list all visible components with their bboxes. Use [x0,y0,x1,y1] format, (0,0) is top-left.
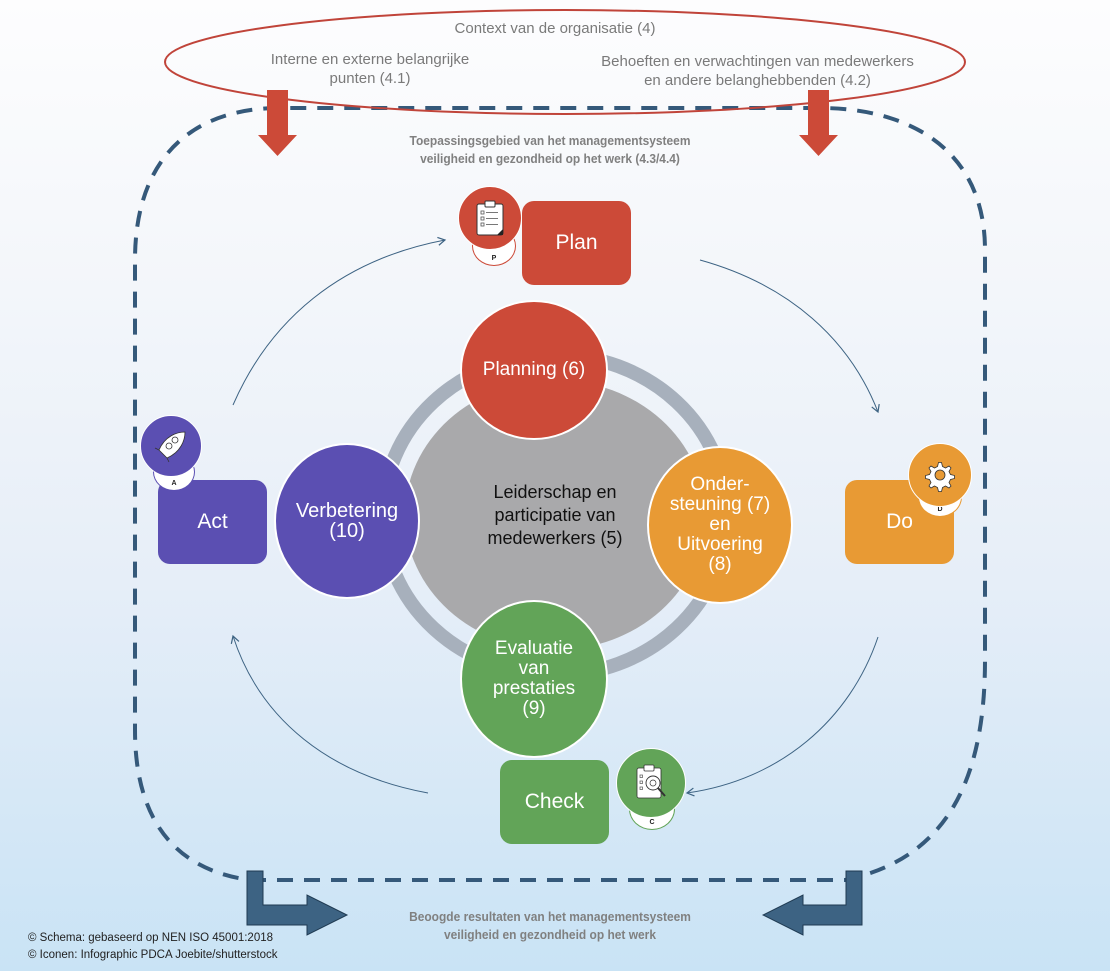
result-line2: veiligheid en gezondheid op het werk [443,927,656,942]
context-needs-expectations: Behoeften en verwachtingen van medewerke… [565,52,950,90]
evaluation-line3: prestaties [492,678,576,699]
scope-label: Toepassingsgebied van het managementsyst… [366,132,734,168]
planning-label: Planning (6) [482,359,586,380]
clause-support-operation: Onder- steuning (7) en Uitvoering (8) [647,446,793,604]
scope-line1: Toepassingsgebied van het managementsyst… [409,133,691,148]
plan-label: Plan [555,231,598,254]
do-icon-badge: D [908,443,972,523]
act-icon-badge: A [140,415,202,495]
credit-schema: © Schema: gebaseerd op NEN ISO 45001:201… [28,932,274,944]
support-line4: Uitvoering [677,534,763,555]
cycle-arrow-check-to-act [230,634,429,794]
context-right-line2: en andere belanghebbenden (4.2) [644,72,871,89]
gear-icon [908,443,972,507]
check-icon-badge: C [616,748,686,834]
pdca-check-box: Check [500,760,609,844]
pdca-do-box: Do [845,480,954,564]
leadership-line1: Leiderschap en [493,481,617,502]
scope-line2: veiligheid en gezondheid op het werk (4.… [420,151,680,166]
credit-icons: © Iconen: Infographic PDCA Joebite/shutt… [28,949,278,961]
context-arrow-left [258,90,297,156]
context-left-line2: punten (4.1) [329,70,411,87]
leadership-line3: medewerkers (5) [487,527,623,548]
context-right-line1: Behoeften en verwachtingen van medewerke… [601,53,914,70]
cycle-arrow-plan-to-do [699,259,880,414]
support-line5: (8) [708,554,732,575]
do-label: Do [886,510,913,533]
support-line1: Onder- [690,474,750,495]
improvement-line1: Verbetering [295,500,399,522]
clipboard-checklist-icon [458,186,522,250]
intended-results-label: Beoogde resultaten van het managementsys… [357,908,743,944]
clause-improvement: Verbetering (10) [274,443,420,599]
evaluation-line2: van [518,658,550,679]
rocket-icon [140,415,202,477]
context-left-line1: Interne en externe belangrijke [270,51,470,68]
support-line2: steuning (7) [669,494,771,515]
pdca-act-box: Act [158,480,267,564]
result-arrow-right [761,870,863,936]
result-arrow-left [246,870,349,936]
leadership-line2: participatie van [494,504,616,525]
plan-icon-badge: P [458,186,522,272]
cycle-arrow-do-to-check [685,636,879,797]
evaluation-line1: Evaluatie [494,638,574,659]
evaluation-line4: (9) [522,698,546,719]
context-arrow-right [799,90,838,156]
check-label: Check [524,790,585,813]
clause-evaluation: Evaluatie van prestaties (9) [460,600,608,758]
context-ellipse [164,9,966,115]
pdca-plan-box: Plan [522,201,631,285]
scope-boundary [133,106,987,882]
act-label: Act [197,510,228,533]
clause-planning: Planning (6) [460,300,608,440]
cycle-arrow-act-to-plan [232,236,447,406]
improvement-line2: (10) [329,520,365,542]
context-title: Context van de organisatie (4) [454,20,656,37]
support-line3: en [709,514,731,535]
context-internal-external: Interne en externe belangrijke punten (4… [215,50,525,88]
result-line1: Beoogde resultaten van het managementsys… [409,909,691,924]
clipboard-search-icon [616,748,686,818]
